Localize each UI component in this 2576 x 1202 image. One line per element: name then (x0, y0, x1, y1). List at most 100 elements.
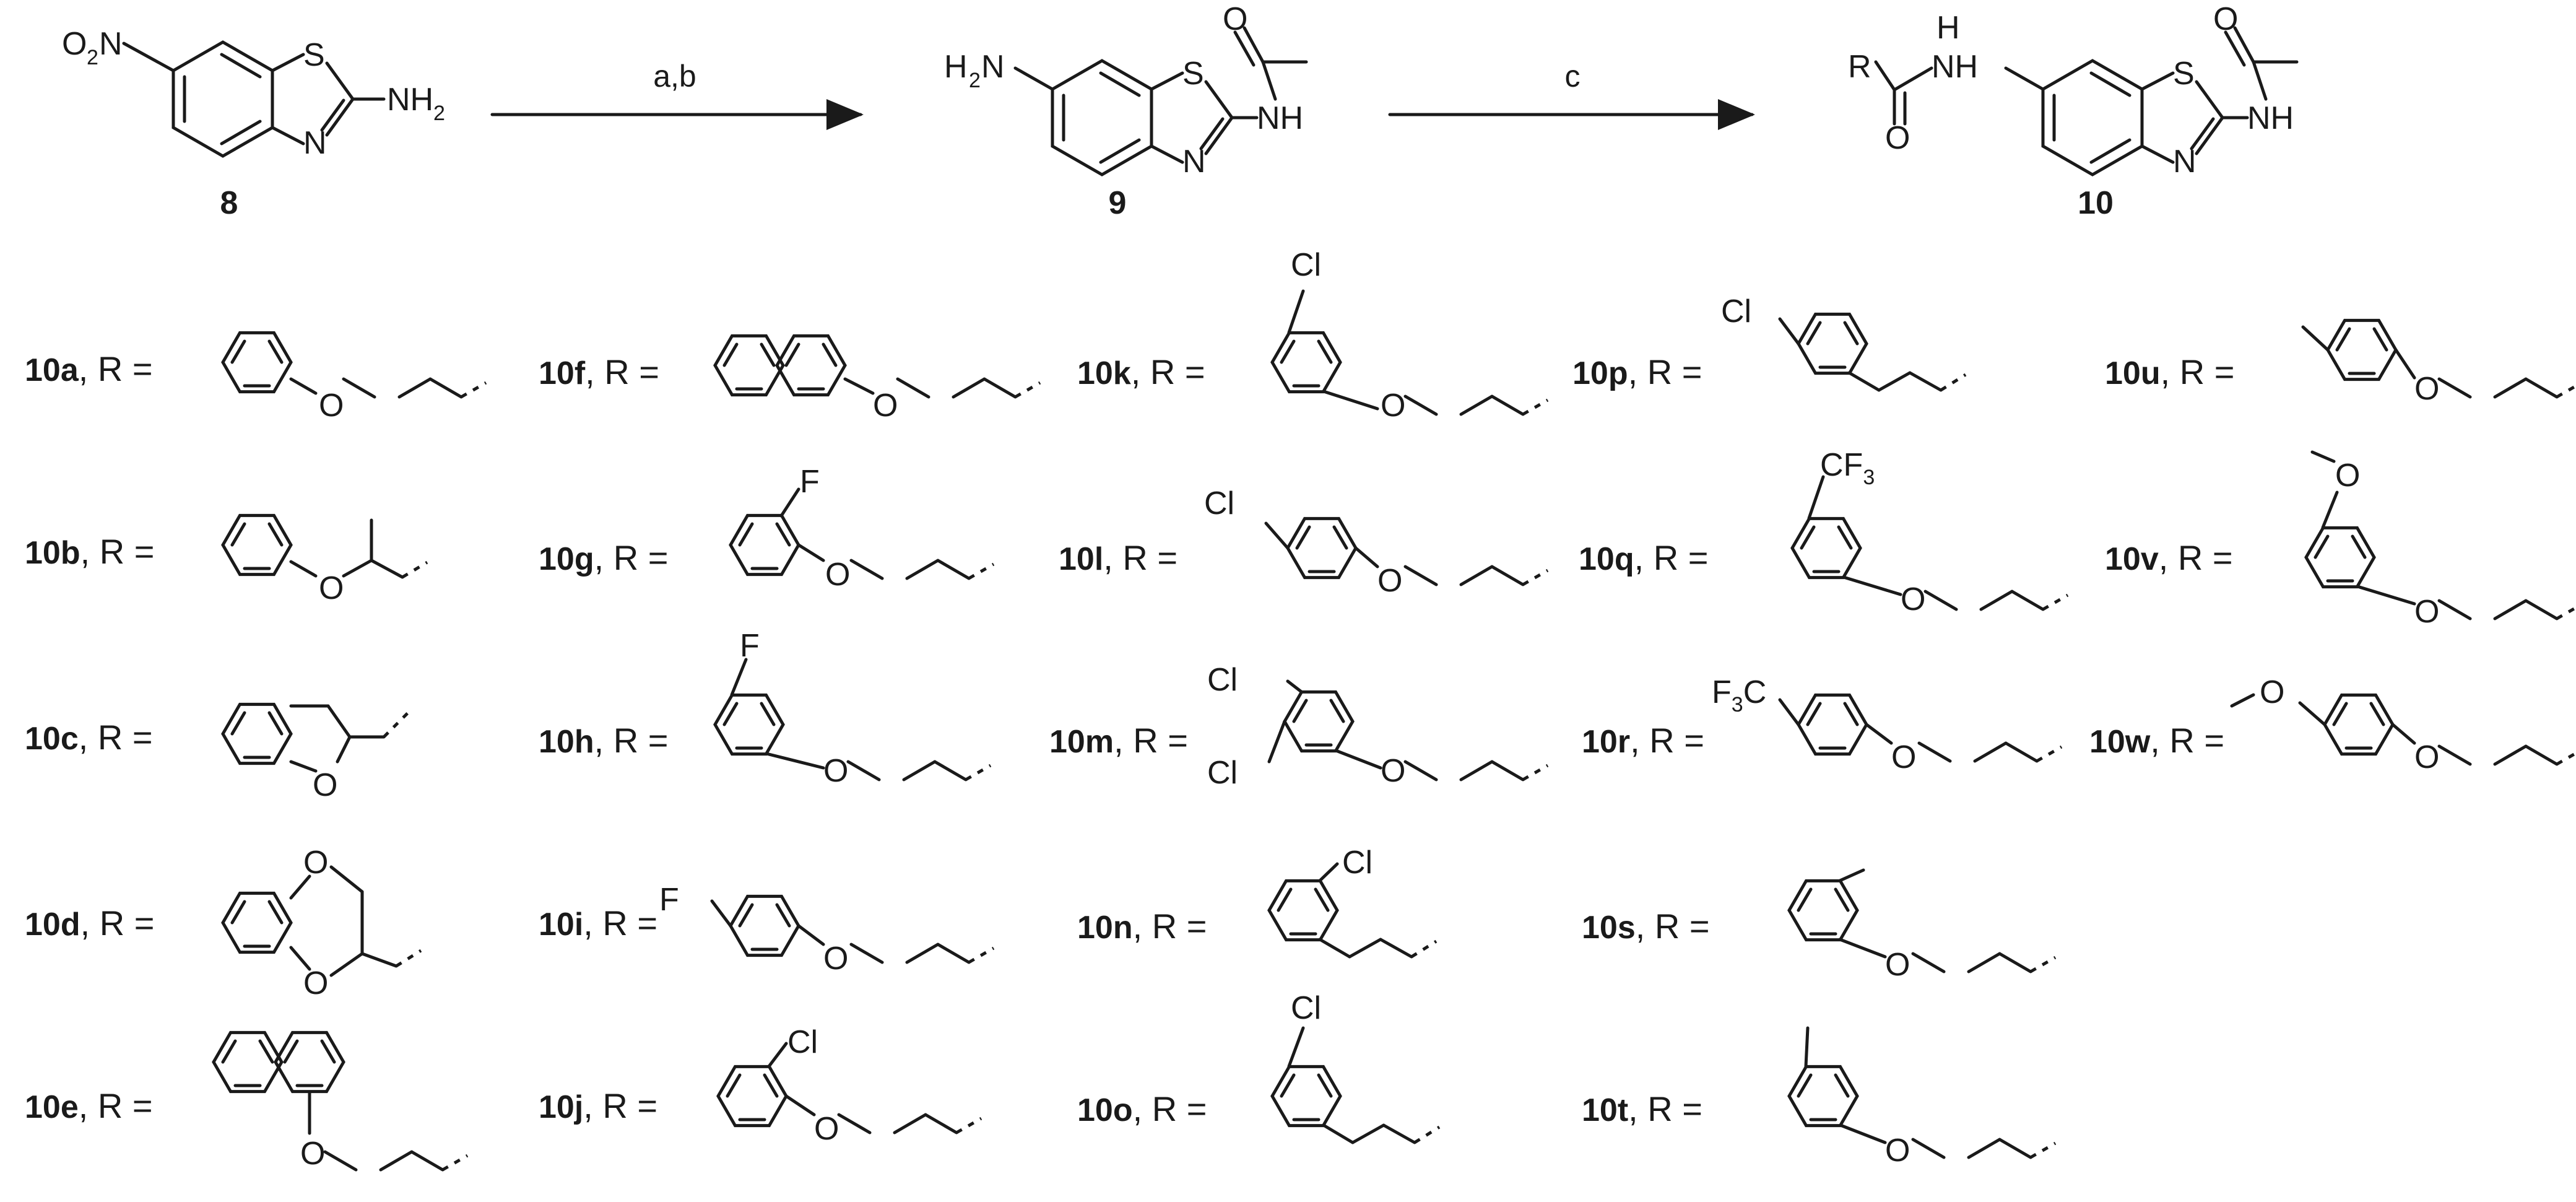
entry-10d: 10d, R = O O (25, 845, 422, 1001)
ether-o: O (1885, 947, 1910, 983)
entry-10e: 10e, R = O (25, 1032, 467, 1172)
entry-10s: 10s, R = O (1582, 868, 2055, 983)
entry-10j: 10j, R = Cl O (539, 1024, 981, 1147)
entry-10v: 10v, R = O O (2105, 450, 2576, 630)
atom-n-10: N (2173, 144, 2197, 180)
amine-n: N (981, 49, 1005, 85)
methoxy-o: O (2335, 458, 2360, 494)
fluoro: F (740, 628, 760, 664)
ether-o: O (873, 388, 898, 424)
compound-8: O 2 N S N NH 2 8 (62, 26, 445, 221)
ether-o: O (825, 557, 850, 593)
svg-text:10t, R =: 10t, R = (1582, 1089, 1702, 1128)
ether-o: O (2414, 739, 2439, 775)
chloro: Cl (1291, 990, 1321, 1026)
svg-text:10s, R =: 10s, R = (1582, 907, 1710, 946)
chloro: Cl (1291, 247, 1321, 283)
svg-text:10h, R =: 10h, R = (539, 721, 668, 760)
nitro-o: O (62, 26, 87, 62)
methoxy-o: O (2260, 674, 2284, 710)
entry-10m: 10m, R = Cl Cl O (1049, 662, 1548, 791)
svg-text:10q, R =: 10q, R = (1579, 538, 1708, 577)
entry-10t: 10t, R = O (1582, 1026, 2055, 1169)
nh2-sub: 2 (433, 102, 445, 125)
svg-text:10j, R =: 10j, R = (539, 1086, 657, 1125)
fluoro: F (659, 882, 679, 918)
entry-10k: 10k, R = Cl O (1077, 247, 1548, 424)
atom-nh-9: NH (1257, 100, 1303, 136)
atom-o-amide: O (1885, 120, 1910, 156)
nitro-n: N (99, 26, 123, 62)
ether-o: O (823, 941, 848, 977)
naphthyl-o: O (300, 1136, 325, 1172)
ether-o: O (1891, 739, 1916, 775)
entry-10n: 10n, R = Cl (1077, 845, 1438, 959)
compound-10: S N NH O NH H R O 10 (1848, 1, 2299, 221)
ether-o: O (814, 1111, 839, 1147)
dioxin-o1: O (303, 845, 328, 881)
atom-nh-amide: NH (1932, 49, 1978, 85)
entry-10h: 10h, R = F O (539, 628, 991, 789)
entry-10g: 10g, R = F O (539, 464, 994, 593)
nitro-bond (122, 41, 175, 72)
ether-o: O (1381, 388, 1405, 424)
svg-text:10l, R =: 10l, R = (1059, 538, 1177, 577)
ether-o: O (1901, 581, 1925, 617)
atom-h-amide: H (1936, 10, 1960, 46)
entry-10c: 10c, R = O (25, 704, 410, 803)
entry-10r: 10r, R = F3C O (1582, 674, 2062, 775)
atom-nh-10: NH (2247, 100, 2294, 136)
svg-text:10d, R =: 10d, R = (25, 904, 154, 943)
compound-9: H 2 N S N NH O 9 (944, 1, 1308, 221)
atom-r: R (1848, 49, 1871, 85)
ether-o: O (2414, 594, 2439, 630)
atom-nh2: NH (387, 82, 433, 118)
svg-text:10u, R =: 10u, R = (2105, 352, 2234, 391)
ether-o: O (1885, 1133, 1910, 1169)
ether-o: O (1377, 563, 1402, 599)
amine-sub: 2 (969, 69, 981, 92)
conditions-c: c (1565, 59, 1581, 94)
ether-o: O (2414, 371, 2439, 407)
ether-o: O (319, 388, 344, 424)
entry-10w: 10w, R = O O (2089, 674, 2576, 775)
svg-text:10k, R =: 10k, R = (1077, 352, 1205, 391)
svg-text:10m, R =: 10m, R = (1049, 721, 1188, 760)
svg-text:10f, R =: 10f, R = (539, 352, 659, 391)
atom-n-9: N (1182, 144, 1206, 180)
svg-text:10b, R =: 10b, R = (25, 532, 154, 571)
chloro-1: Cl (1207, 662, 1238, 698)
dioxin-o2: O (303, 965, 328, 1001)
svg-text:10e, R =: 10e, R = (25, 1086, 153, 1125)
atom-s-9: S (1182, 56, 1204, 92)
svg-text:10n, R =: 10n, R = (1077, 907, 1207, 946)
nitro-sub: 2 (87, 46, 98, 69)
fluoro: F (800, 464, 820, 500)
conditions-ab: a,b (653, 59, 696, 94)
svg-text:10c, R =: 10c, R = (25, 718, 153, 757)
entry-10i: 10i, R = F O (539, 882, 994, 977)
ether-o: O (823, 753, 848, 789)
compound-label-9: 9 (1109, 185, 1127, 221)
entry-10f: 10f, R = O (539, 336, 1040, 424)
entry-10o: 10o, R = Cl (1077, 990, 1441, 1144)
entry-10b: 10b, R = O (25, 515, 428, 606)
svg-text:10g, R =: 10g, R = (539, 538, 668, 577)
svg-text:10i, R =: 10i, R = (539, 904, 657, 943)
chloro-2: Cl (1207, 755, 1238, 791)
chloro: Cl (1204, 486, 1234, 521)
svg-text:F3C: F3C (1712, 674, 1766, 716)
entry-10q: 10q, R = CF3 O (1579, 447, 2068, 617)
entry-10l: 10l, R = Cl O (1059, 486, 1548, 599)
chloro: Cl (1342, 845, 1373, 881)
atom-s-10: S (2173, 56, 2195, 92)
atom-s: S (303, 37, 325, 73)
atom-o-9: O (1223, 1, 1247, 37)
entry-10p: 10p, R = Cl (1572, 294, 1967, 392)
compound-label-8: 8 (220, 185, 238, 221)
ether-o: O (319, 570, 344, 606)
svg-text:10a, R =: 10a, R = (25, 349, 153, 388)
svg-text:10w, R =: 10w, R = (2089, 721, 2224, 760)
svg-text:10r, R =: 10r, R = (1582, 721, 1704, 760)
